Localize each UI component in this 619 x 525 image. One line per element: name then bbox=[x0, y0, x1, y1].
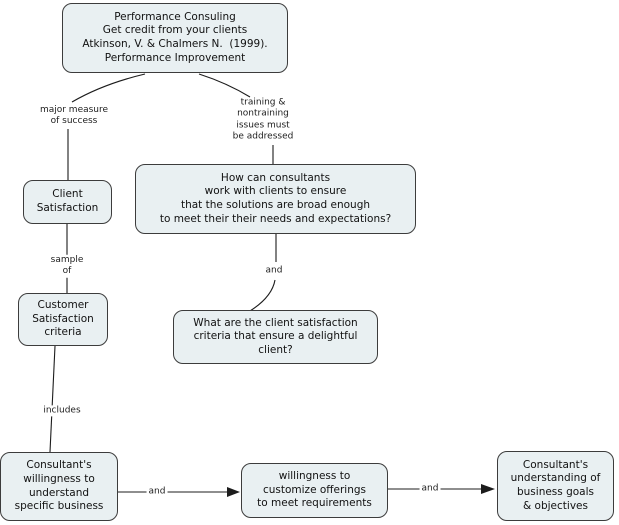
connector-criteria-to-willingness bbox=[49, 345, 56, 453]
link-label-and-middle[interactable]: and bbox=[263, 265, 285, 277]
node-client-satisfaction-question-text: What are the client satisfaction criteri… bbox=[193, 316, 358, 356]
arrowhead-into-customize bbox=[227, 487, 240, 497]
node-client-satisfaction[interactable]: Client Satisfaction bbox=[23, 180, 112, 224]
link-label-and-bottom-right[interactable]: and bbox=[419, 483, 441, 495]
connector-root-to-training bbox=[198, 73, 251, 98]
arrowhead-into-understanding bbox=[481, 484, 495, 494]
node-consultants-willingness-text: Consultant's willingness to understand s… bbox=[14, 459, 104, 513]
node-consultants-understanding-text: Consultant's understanding of business g… bbox=[510, 458, 601, 512]
node-client-satisfaction-question[interactable]: What are the client satisfaction criteri… bbox=[173, 310, 378, 364]
link-label-and-bottom-left[interactable]: and bbox=[146, 486, 168, 498]
node-willingness-to-customize-text: willingness to customize offerings to me… bbox=[257, 470, 372, 510]
connector-root-to-major-measure bbox=[71, 73, 146, 103]
node-performance-consulting-text: Performance Consuling Get credit from yo… bbox=[82, 10, 268, 64]
node-how-can-consultants[interactable]: How can consultants work with clients to… bbox=[135, 164, 416, 234]
connector-and-to-delightful-question bbox=[249, 279, 276, 312]
link-label-major-measure[interactable]: major measure of success bbox=[37, 104, 111, 128]
node-how-can-consultants-text: How can consultants work with clients to… bbox=[159, 171, 392, 225]
link-label-training-nontraining[interactable]: training & nontraining issues must be ad… bbox=[230, 97, 296, 143]
node-consultants-understanding[interactable]: Consultant's understanding of business g… bbox=[497, 451, 614, 521]
link-label-includes[interactable]: includes bbox=[41, 405, 83, 417]
node-consultants-willingness[interactable]: Consultant's willingness to understand s… bbox=[0, 452, 118, 521]
node-customer-satisfaction-criteria-text: Customer Satisfaction criteria bbox=[32, 299, 94, 339]
node-customer-satisfaction-criteria[interactable]: Customer Satisfaction criteria bbox=[18, 293, 108, 346]
node-client-satisfaction-text: Client Satisfaction bbox=[36, 188, 99, 214]
link-label-sample-of[interactable]: sample of bbox=[48, 254, 86, 278]
node-performance-consulting[interactable]: Performance Consuling Get credit from yo… bbox=[62, 3, 288, 73]
node-willingness-to-customize[interactable]: willingness to customize offerings to me… bbox=[241, 463, 388, 518]
